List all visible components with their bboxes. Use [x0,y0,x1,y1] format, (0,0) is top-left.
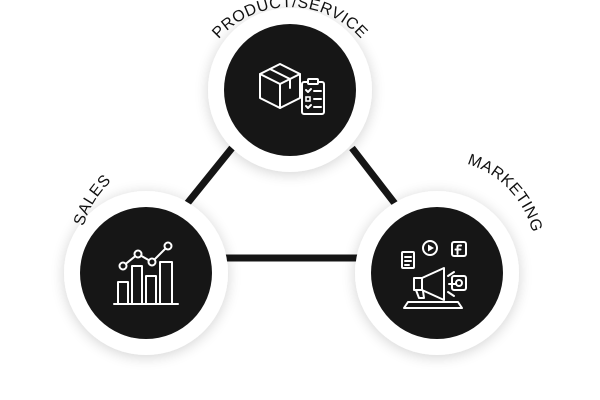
node-marketing [355,191,519,355]
edge-product-sales [183,145,235,208]
box-checklist-icon [259,63,325,115]
edge-product-marketing [349,145,399,208]
node-disc [224,24,356,156]
node-disc [371,207,503,339]
node-sales [64,191,228,355]
node-product-service [208,8,372,172]
bar-chart-trend-icon [113,241,179,305]
connectors [183,145,399,262]
megaphone-social-icon [401,240,467,309]
node-disc [80,207,212,339]
